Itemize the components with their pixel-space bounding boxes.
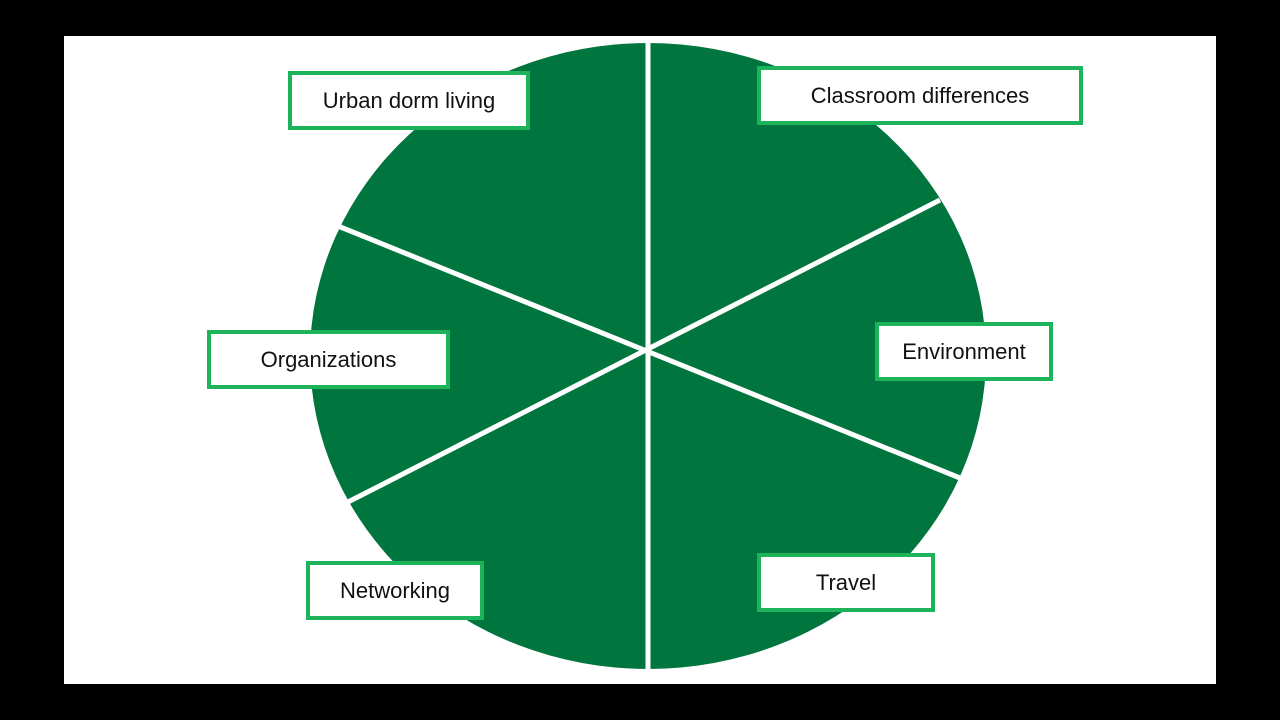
label-networking: Networking [306, 561, 484, 620]
slide-canvas: Urban dorm living Classroom differences … [64, 36, 1216, 684]
label-environment: Environment [875, 322, 1053, 381]
label-organizations: Organizations [207, 330, 450, 389]
label-urban-dorm-living: Urban dorm living [288, 71, 530, 130]
label-travel: Travel [757, 553, 935, 612]
divider-diagonal-falling [337, 223, 961, 481]
label-classroom-differences: Classroom differences [757, 66, 1083, 125]
segment-wheel [310, 36, 986, 684]
